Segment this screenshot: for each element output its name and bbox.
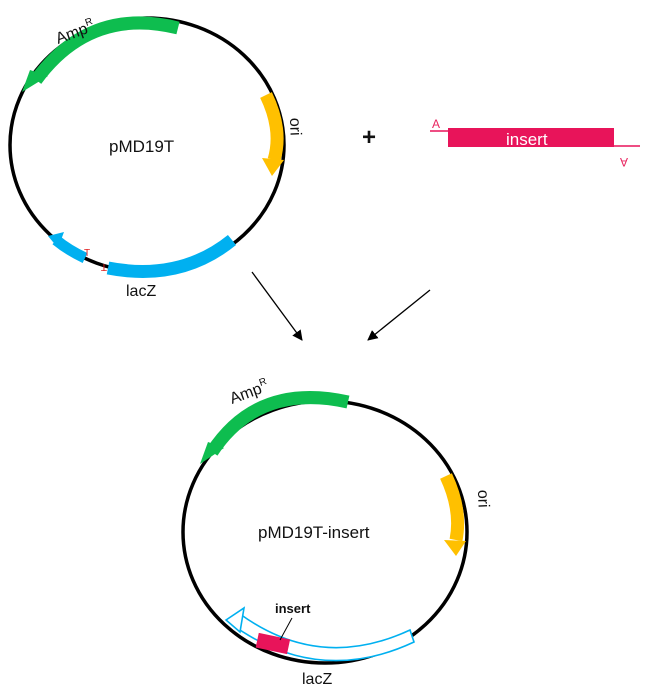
vector-lacz-label: lacZ — [126, 283, 156, 300]
insert-fragment-bar — [448, 128, 614, 147]
vector-name: pMD19T — [109, 137, 174, 156]
vector-ori-label: ori — [286, 118, 304, 136]
insert-overhang-bottom-label: A — [620, 155, 628, 169]
ligation-arrow-right — [367, 289, 431, 341]
vector-ampr-arrowhead — [22, 70, 48, 92]
vector-lacz-left-arrowhead — [48, 232, 64, 248]
vector-lacz-right-segment — [106, 234, 237, 278]
plus-sign: + — [362, 124, 376, 151]
vector-ori-segment — [260, 92, 284, 162]
product-plasmid: AmpR ori pMD19T-insert insert lacZ — [181, 376, 492, 688]
product-lacz-arrowhead — [224, 606, 246, 634]
vector-plasmid: T T AmpR ori pMD19T lacZ — [8, 16, 304, 300]
ligation-arrow-left — [251, 271, 303, 341]
product-ori-segment — [440, 473, 465, 542]
vector-ori-arrowhead — [262, 158, 284, 176]
vector-lacz-left-segment — [52, 235, 88, 263]
product-name: pMD19T-insert — [258, 523, 370, 542]
product-ampr-arrowhead — [200, 442, 224, 464]
product-insert-block — [255, 632, 291, 655]
product-lacz-label: lacZ — [302, 671, 332, 688]
vector-t-overhang-upper: T — [84, 248, 90, 259]
vector-t-overhang-lower: T — [101, 261, 107, 272]
insert-fragment: A A insert — [430, 117, 640, 169]
insert-overhang-top-label: A — [432, 117, 440, 131]
product-ori-label: ori — [474, 490, 492, 508]
product-ori-arrowhead — [444, 540, 466, 556]
vector-ampr-segment — [30, 16, 180, 84]
insert-fragment-label: insert — [506, 130, 548, 149]
product-insert-label: insert — [275, 601, 311, 616]
product-ampr-segment — [206, 391, 350, 456]
product-insert-pointer — [279, 617, 293, 641]
